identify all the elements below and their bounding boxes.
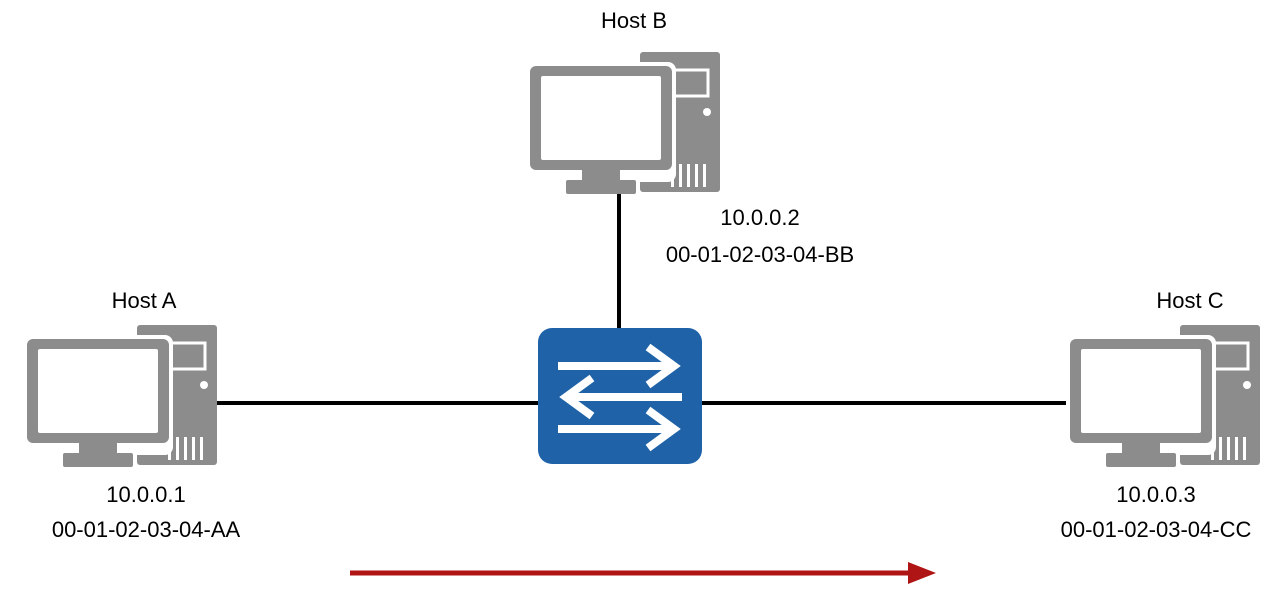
host-b-computer-icon bbox=[524, 50, 722, 196]
host-b-ip: 10.0.0.2 bbox=[720, 205, 800, 230]
host-b-mac: 00-01-02-03-04-BB bbox=[665, 242, 855, 267]
host-a-name: Host A bbox=[111, 288, 177, 313]
network-switch-icon bbox=[538, 328, 702, 464]
host-c-ip: 10.0.0.3 bbox=[1116, 482, 1196, 507]
host-a-mac: 00-01-02-03-04-AA bbox=[51, 517, 241, 542]
host-c-name: Host C bbox=[1156, 288, 1224, 313]
flow-arrow-icon bbox=[350, 562, 936, 584]
host-c-computer-icon bbox=[1064, 323, 1262, 469]
host-a-computer-icon bbox=[21, 323, 219, 469]
host-a-ip: 10.0.0.1 bbox=[106, 482, 186, 507]
host-c-mac: 00-01-02-03-04-CC bbox=[1060, 517, 1252, 542]
host-b-name: Host B bbox=[600, 8, 668, 33]
